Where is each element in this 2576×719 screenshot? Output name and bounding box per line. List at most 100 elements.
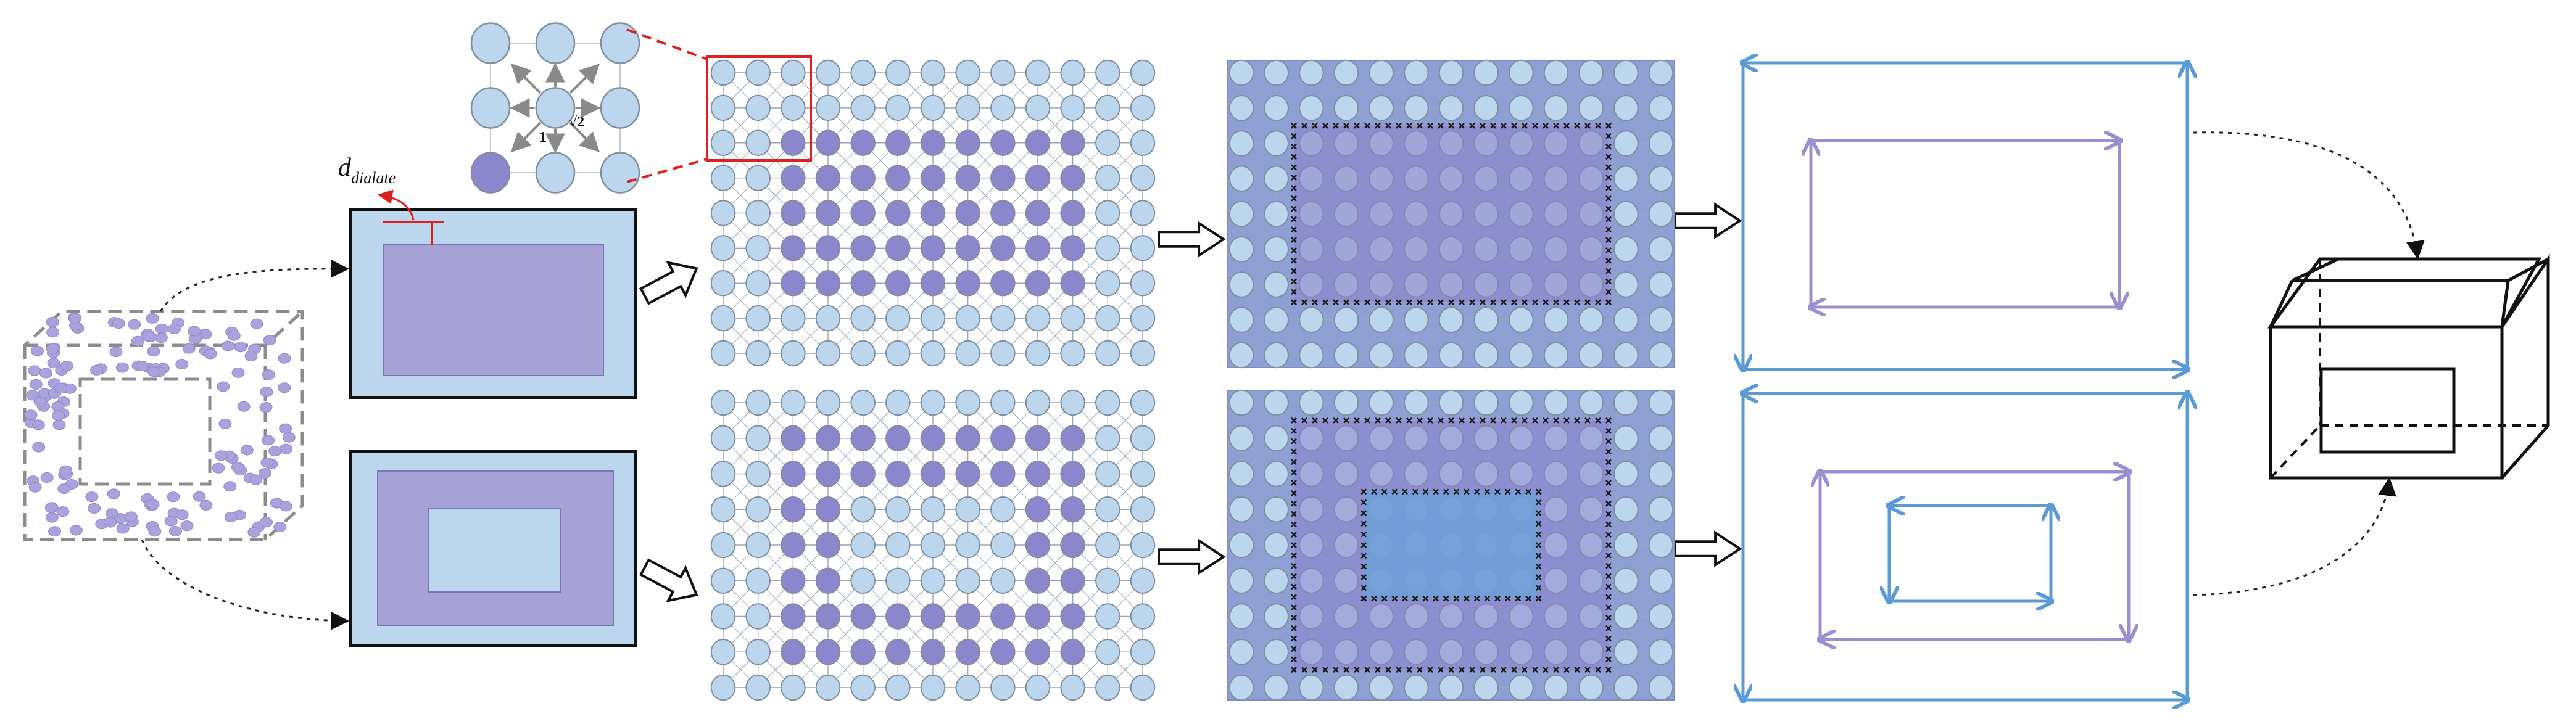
grid-node-inside [1025, 200, 1051, 226]
boundary-mark [1605, 562, 1612, 569]
boundary-mark [1291, 175, 1297, 181]
grid-node-inside [850, 165, 876, 191]
boundary-mark [1381, 595, 1388, 602]
grid-node-outside [710, 129, 736, 156]
point-cloud-dot [48, 526, 61, 537]
point-cloud-dot [217, 381, 230, 392]
grid-node [1299, 342, 1324, 369]
hollow-arrow [1158, 538, 1226, 575]
boundary-mark [1301, 417, 1307, 424]
grid-node-inside [885, 129, 911, 156]
boundary-mark [1453, 595, 1460, 602]
boundary-mark [1605, 469, 1612, 475]
grid-node-inside [990, 200, 1016, 226]
grid-node [1404, 95, 1429, 121]
grid-node-outside [745, 165, 771, 191]
point-cloud-dot [45, 512, 59, 523]
grid-node-outside [920, 59, 946, 86]
connector-bottom-to-box [2193, 477, 2397, 596]
boundary-mark [1605, 205, 1612, 212]
grid-node-inside [990, 639, 1016, 665]
grid-node [1613, 165, 1639, 192]
boundary-mark [1532, 667, 1538, 673]
grid-node [1228, 603, 1254, 630]
boundary-mark [1291, 237, 1297, 243]
inset-node-inside [470, 152, 511, 194]
point-cloud-dot [250, 318, 263, 329]
boundary-mark [1291, 216, 1297, 223]
grid-node-outside [885, 94, 911, 121]
grid-node [1648, 425, 1674, 451]
grid-node-outside [1130, 603, 1156, 630]
point-cloud-dot [60, 360, 73, 371]
point-cloud-dot [88, 503, 101, 514]
boundary-mark [1574, 417, 1580, 424]
boundary-mark [1535, 531, 1542, 538]
grid-node-inside [990, 425, 1016, 451]
grid-node-outside [920, 305, 946, 332]
grid-node [1578, 59, 1604, 86]
grid-node-inside [815, 603, 841, 630]
boundary-mark [1427, 299, 1433, 305]
grid-node-inside [781, 200, 806, 226]
point-cloud-dot [109, 347, 123, 358]
grid-node-inside [781, 532, 806, 559]
grid-node-outside [710, 235, 736, 261]
grid-node [1264, 95, 1289, 121]
grid-node [1543, 59, 1569, 86]
boundary-mark [1406, 417, 1412, 424]
boundary-mark [1605, 247, 1612, 253]
boundary-mark [1360, 563, 1367, 570]
grid-node [1648, 236, 1674, 263]
grid-node [1438, 674, 1464, 701]
point-cloud-dot [31, 345, 44, 356]
grid-node-outside [781, 59, 806, 86]
top-panel: ddialate [338, 154, 637, 399]
grid-node-outside [745, 389, 771, 416]
boundary-mark [1375, 299, 1381, 305]
boundary-mark [1605, 459, 1612, 466]
grid-node [1648, 639, 1674, 665]
boundary-mark [1605, 532, 1612, 538]
boundary-mark [1291, 448, 1297, 455]
boundary-mark [1371, 488, 1377, 495]
grid-node-outside [1025, 674, 1051, 701]
grid-node-inside [781, 165, 806, 191]
point-cloud-dot [224, 512, 238, 523]
grid-node [1648, 165, 1674, 192]
boundary-mark [1563, 299, 1570, 305]
boundary-mark [1312, 299, 1318, 305]
grid-node-inside [1060, 532, 1085, 559]
grid-node [1509, 59, 1534, 86]
point-cloud-dot [112, 318, 125, 329]
grid-node-inside [1025, 165, 1051, 191]
point-cloud-dot [85, 491, 99, 503]
boundary-mark [1595, 123, 1601, 129]
grid-node-inside [955, 235, 980, 261]
grid-node [1333, 389, 1359, 416]
boundary-mark [1391, 595, 1398, 602]
boundary-mark [1511, 417, 1517, 424]
grid-node [1578, 674, 1604, 701]
grid-node [1228, 674, 1254, 701]
grid-node-outside [850, 94, 876, 121]
boundary-mark [1381, 488, 1388, 495]
box-edge-b [2500, 280, 2510, 327]
grid-node-inside [815, 165, 841, 191]
point-cloud-dot [268, 446, 282, 457]
boundary-mark [1515, 488, 1522, 495]
boundary-mark [1291, 562, 1297, 569]
grid-node-inside [850, 639, 876, 665]
boundary-mark [1504, 488, 1511, 495]
boundary-mark [1322, 667, 1328, 673]
boundary-mark [1322, 123, 1328, 129]
boundary-mark [1364, 123, 1370, 129]
point-cloud-dot [56, 506, 70, 517]
point-cloud-dot [259, 517, 273, 528]
grid-node-inside [885, 270, 911, 297]
boundary-mark [1553, 417, 1559, 424]
boundary-mark [1605, 257, 1612, 264]
box-top-bevel [2291, 257, 2549, 282]
point-cloud-dot [59, 465, 73, 476]
grid-node-inside [955, 165, 980, 191]
